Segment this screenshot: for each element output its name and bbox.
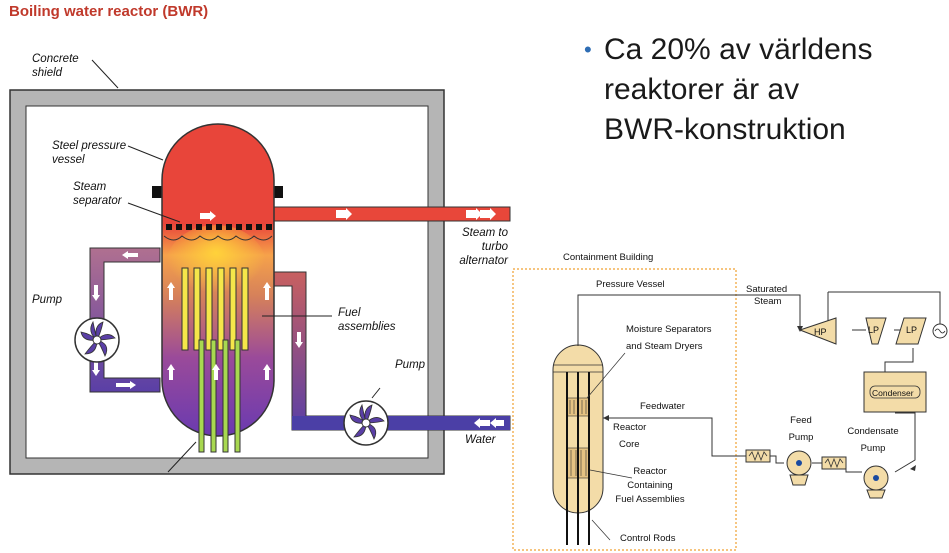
feed-pump-label: Feed Pump (786, 415, 816, 444)
steam-separator-label: Steam separator (73, 180, 122, 208)
fuel-assemblies-label-line-2: assemblies (338, 321, 396, 333)
schematic-arrowheads (603, 326, 916, 471)
saturated-steam-label: Saturated Steam (746, 284, 787, 308)
steam-separator-label-line-1: Steam (73, 181, 107, 193)
concrete-shield-label-line-2: shield (32, 67, 63, 79)
turbines (798, 317, 927, 345)
schematic-vessel (552, 344, 604, 545)
reactor-vessel (152, 123, 283, 453)
feed-pump-label-line-1: Feed (790, 415, 812, 426)
water-label: Water (465, 434, 496, 446)
saturated-steam-label-line-1: Saturated (746, 284, 788, 295)
feedwater-heaters (745, 449, 847, 470)
steam-to-turbo-label-line-1: Steam to (461, 227, 508, 239)
concrete-shield-label: Concrete shield (32, 52, 79, 80)
reactor-fuel-label: Reactor Containing Fuel Assemblies (610, 466, 690, 506)
pressure-vessel-label: Steel pressure vessel (52, 139, 126, 167)
control-rods-label: Control Rods (620, 533, 676, 544)
reactor-fuel-label-line-2: Containing (627, 480, 673, 491)
pressure-vessel-label-line-2: vessel (52, 154, 85, 166)
reactor-core-label-line-1: Reactor (613, 422, 647, 433)
reactor-core-label: Reactor Core (613, 422, 646, 451)
moisture-separators-label-line-1: Moisture Separators (626, 324, 712, 335)
condensate-pump-label-line-1: Condensate (847, 426, 899, 437)
right-pump-label: Pump (395, 359, 426, 371)
lp-turbine-2-label: LP (906, 325, 918, 335)
steam-to-turbo-label-line-3: alternator (459, 255, 508, 267)
pressure-vessel-schematic-label: Pressure Vessel (596, 279, 665, 290)
moisture-separators-label-line-2: and Steam Dryers (626, 341, 703, 352)
feedwater-label: Feedwater (640, 401, 685, 412)
steam-separator-label-line-2: separator (73, 195, 122, 207)
feed-pump-label-line-2: Pump (788, 432, 814, 443)
pressure-vessel-label-line-1: Steel pressure (52, 140, 127, 152)
fuel-assemblies-label-line-1: Fuel (338, 307, 361, 319)
right-pump-icon (343, 400, 389, 446)
shield-leader (91, 59, 119, 89)
bullet-line-2: reaktorer är av (604, 73, 800, 106)
concrete-shield-label-line-1: Concrete (32, 53, 79, 65)
bullet-line-1: Ca 20% av världens (604, 33, 873, 66)
left-pump-icon (74, 317, 120, 363)
bullet-line-3: BWR-konstruktion (604, 113, 846, 146)
diagram-title: Boiling water reactor (BWR) (9, 3, 209, 20)
bullet-lines: Ca 20% av världens reaktorer är av BWR-k… (604, 30, 924, 150)
reactor-fuel-label-line-1: Reactor (633, 466, 667, 477)
reactor-fuel-label-line-3: Fuel Assemblies (615, 494, 685, 505)
lp-turbine-1-label: LP (868, 325, 880, 335)
left-pump-label: Pump (32, 294, 63, 306)
condenser-label: Condenser (872, 388, 914, 398)
steam-to-turbo-label: Steam to turbo alternator (452, 226, 508, 268)
containment-building-label: Containment Building (563, 252, 654, 263)
moisture-separators-label: Moisture Separators and Steam Dryers (626, 324, 712, 353)
steam-to-turbo-label-line-2: turbo (481, 241, 508, 253)
right-leader-lines (586, 352, 633, 541)
pump-dots (796, 460, 879, 481)
saturated-steam-label-line-2: Steam (754, 296, 782, 307)
steam-arrows (336, 208, 496, 220)
reactor-core-label-line-2: Core (619, 439, 640, 450)
left-leader-lines (127, 145, 381, 473)
containment-building-outline (512, 268, 737, 551)
condenser-coil (869, 385, 921, 399)
hp-turbine-label: HP (814, 327, 827, 337)
condensate-pump-label: Condensate Pump (842, 426, 904, 455)
fuel-assemblies-label: Fuel assemblies (338, 306, 396, 334)
generator-wave (934, 328, 946, 334)
condensate-pump-label-line-2: Pump (860, 443, 886, 454)
bullet-dot: • (584, 37, 592, 62)
